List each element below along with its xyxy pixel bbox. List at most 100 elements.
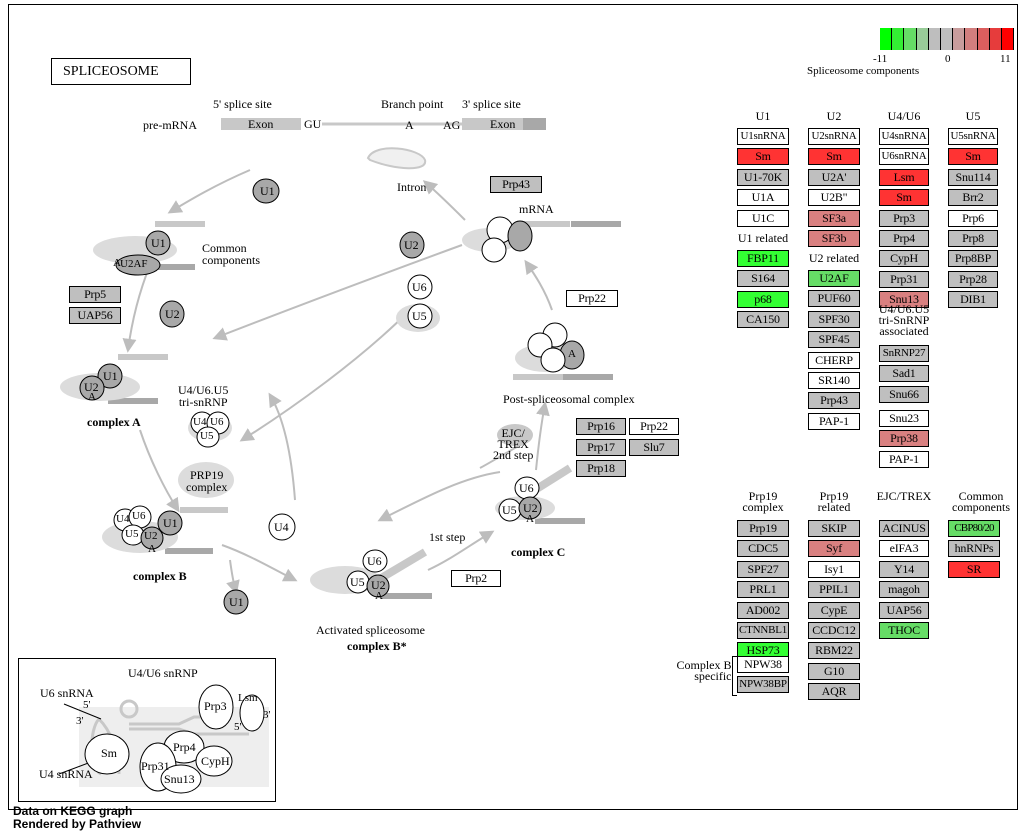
legend-swatch [892,28,904,50]
gene-box-prp19r[interactable]: Syf [808,540,860,557]
gene-box-u2-related[interactable]: Prp43 [808,392,860,409]
gene-box-u1-related[interactable]: CA150 [737,311,789,328]
gene-box-tri-assoc[interactable]: Snu66 [879,386,929,403]
gene-box-u1[interactable]: U1C [737,210,789,227]
gene-box-ejc[interactable]: Y14 [879,561,929,578]
gene-box-tri-assoc2[interactable]: PAP-1 [879,451,929,468]
factor-prp5[interactable]: Prp5 [69,286,121,303]
gene-box-u2[interactable]: U2snRNA [808,128,860,145]
gene-box-complexb-specific[interactable]: NPW38 [737,656,789,673]
complex-b-star-label: complex B* [347,639,407,654]
gene-box-u4u6[interactable]: Prp31 [879,271,929,288]
gene-box-prp19c[interactable]: CDC5 [737,540,789,557]
gene-box-tri-assoc2[interactable]: Snu23 [879,410,929,427]
gene-box-prp19r[interactable]: G10 [808,663,860,680]
gene-box-u2[interactable]: SF3b [808,230,860,247]
factor-uap56[interactable]: UAP56 [69,307,121,324]
gene-box-u5[interactable]: Snu114 [948,169,998,186]
gene-box-u4u6[interactable]: CypH [879,250,929,267]
gene-box-u1[interactable]: U1snRNA [737,128,789,145]
gene-box-prp19r[interactable]: PPIL1 [808,581,860,598]
column-header-ejc: EJC/TREX [877,491,932,502]
gene-box-u1-related[interactable]: S164 [737,270,789,287]
gene-box-u2-related[interactable]: PUF60 [808,290,860,307]
u4-particle-label: U4 [193,416,206,428]
factor-prp22[interactable]: Prp22 [566,290,618,307]
column-header-u5: U5 [966,111,981,122]
five-splice-site-label: 5' splice site [213,97,272,112]
gene-box-ejc[interactable]: eIFA3 [879,540,929,557]
factor-prp18[interactable]: Prp18 [576,460,626,477]
gene-box-tri-assoc2[interactable]: Prp38 [879,430,929,447]
gene-box-u5[interactable]: U5snRNA [948,128,998,145]
gene-box-u5[interactable]: Prp6 [948,210,998,227]
u5-particle-label: U5 [412,309,427,324]
factor-prp2[interactable]: Prp2 [451,570,501,587]
gene-box-u4u6[interactable]: Prp3 [879,210,929,227]
gene-box-u2-related[interactable]: SPF45 [808,331,860,348]
gene-box-u1[interactable]: U1-70K [737,169,789,186]
gene-box-u2[interactable]: U2A' [808,169,860,186]
gene-box-prp19r[interactable]: SKIP [808,520,860,537]
gene-box-ejc[interactable]: THOC [879,622,929,639]
gene-box-common[interactable]: SR [948,561,1000,578]
factor-prp22-b[interactable]: Prp22 [629,418,679,435]
u1-particle-label: U1 [260,184,275,199]
gene-box-ejc[interactable]: ACINUS [879,520,929,537]
gene-box-u5[interactable]: Prp28 [948,271,998,288]
gene-box-prp19r[interactable]: Isy1 [808,561,860,578]
branch-point-label: Branch point [381,97,443,112]
gene-box-u4u6[interactable]: U6snRNA [879,148,929,165]
legend-swatch [1002,28,1014,50]
factor-prp16[interactable]: Prp16 [576,418,626,435]
gene-box-u5[interactable]: Brr2 [948,189,998,206]
u2-particle-label: U2 [144,530,157,542]
gene-box-u2-related[interactable]: SPF30 [808,311,860,328]
gene-box-u4u6[interactable]: U4snRNA [879,128,929,145]
gene-box-u4u6[interactable]: Prp4 [879,230,929,247]
u1-particle-label: U1 [229,595,244,610]
gene-box-u5[interactable]: Prp8 [948,230,998,247]
gene-box-u2-related[interactable]: U2AF [808,270,860,287]
gene-box-u1[interactable]: Sm [737,148,789,165]
gene-box-prp19c[interactable]: AD002 [737,602,789,619]
legend-swatch [880,28,892,50]
gene-box-tri-assoc[interactable]: Sad1 [879,365,929,382]
gene-box-u2[interactable]: SF3a [808,210,860,227]
legend-mid: 0 [945,53,951,65]
gene-box-u4u6[interactable]: Lsm [879,169,929,186]
gene-box-common[interactable]: CBP80/20 [948,520,1000,537]
gene-box-prp19c[interactable]: CTNNBL1 [737,622,789,639]
gene-box-u5[interactable]: Prp8BP [948,250,998,267]
gene-box-ejc[interactable]: magoh [879,581,929,598]
gene-box-complexb-specific[interactable]: NPW38BP [737,676,789,693]
gene-box-common[interactable]: hnRNPs [948,540,1000,557]
gene-box-prp19c[interactable]: PRL1 [737,581,789,598]
gene-box-u2-related[interactable]: PAP-1 [808,413,860,430]
gene-box-u2-related[interactable]: SR140 [808,372,860,389]
mrna-label: mRNA [519,202,554,217]
gene-box-u1-related[interactable]: p68 [737,291,789,308]
factor-slu7[interactable]: Slu7 [629,439,679,456]
gene-box-u2[interactable]: Sm [808,148,860,165]
factor-prp17[interactable]: Prp17 [576,439,626,456]
gene-box-u1[interactable]: U1A [737,189,789,206]
gene-box-u5[interactable]: DIB1 [948,291,998,308]
gene-box-prp19c[interactable]: Prp19 [737,520,789,537]
gene-box-u2[interactable]: U2B" [808,189,860,206]
gene-box-prp19r[interactable]: RBM22 [808,642,860,659]
gene-box-u2-related[interactable]: CHERP [808,352,860,369]
gene-box-prp19r[interactable]: AQR [808,683,860,700]
complex-a-label: complex A [87,415,141,430]
prp19-complex-label: PRP19 complex [186,469,227,493]
gene-box-prp19r[interactable]: CypE [808,602,860,619]
gene-box-u4u6[interactable]: Sm [879,189,929,206]
gene-box-u5[interactable]: Sm [948,148,998,165]
gene-box-ejc[interactable]: UAP56 [879,602,929,619]
gene-box-u1-related[interactable]: FBP11 [737,250,789,267]
gene-box-prp19c[interactable]: SPF27 [737,561,789,578]
gene-box-prp19r[interactable]: CCDC12 [808,622,860,639]
gene-box-tri-assoc[interactable]: SnRNP27 [879,345,929,362]
factor-prp43[interactable]: Prp43 [490,176,542,193]
u1-particle-label: U1 [163,516,178,531]
